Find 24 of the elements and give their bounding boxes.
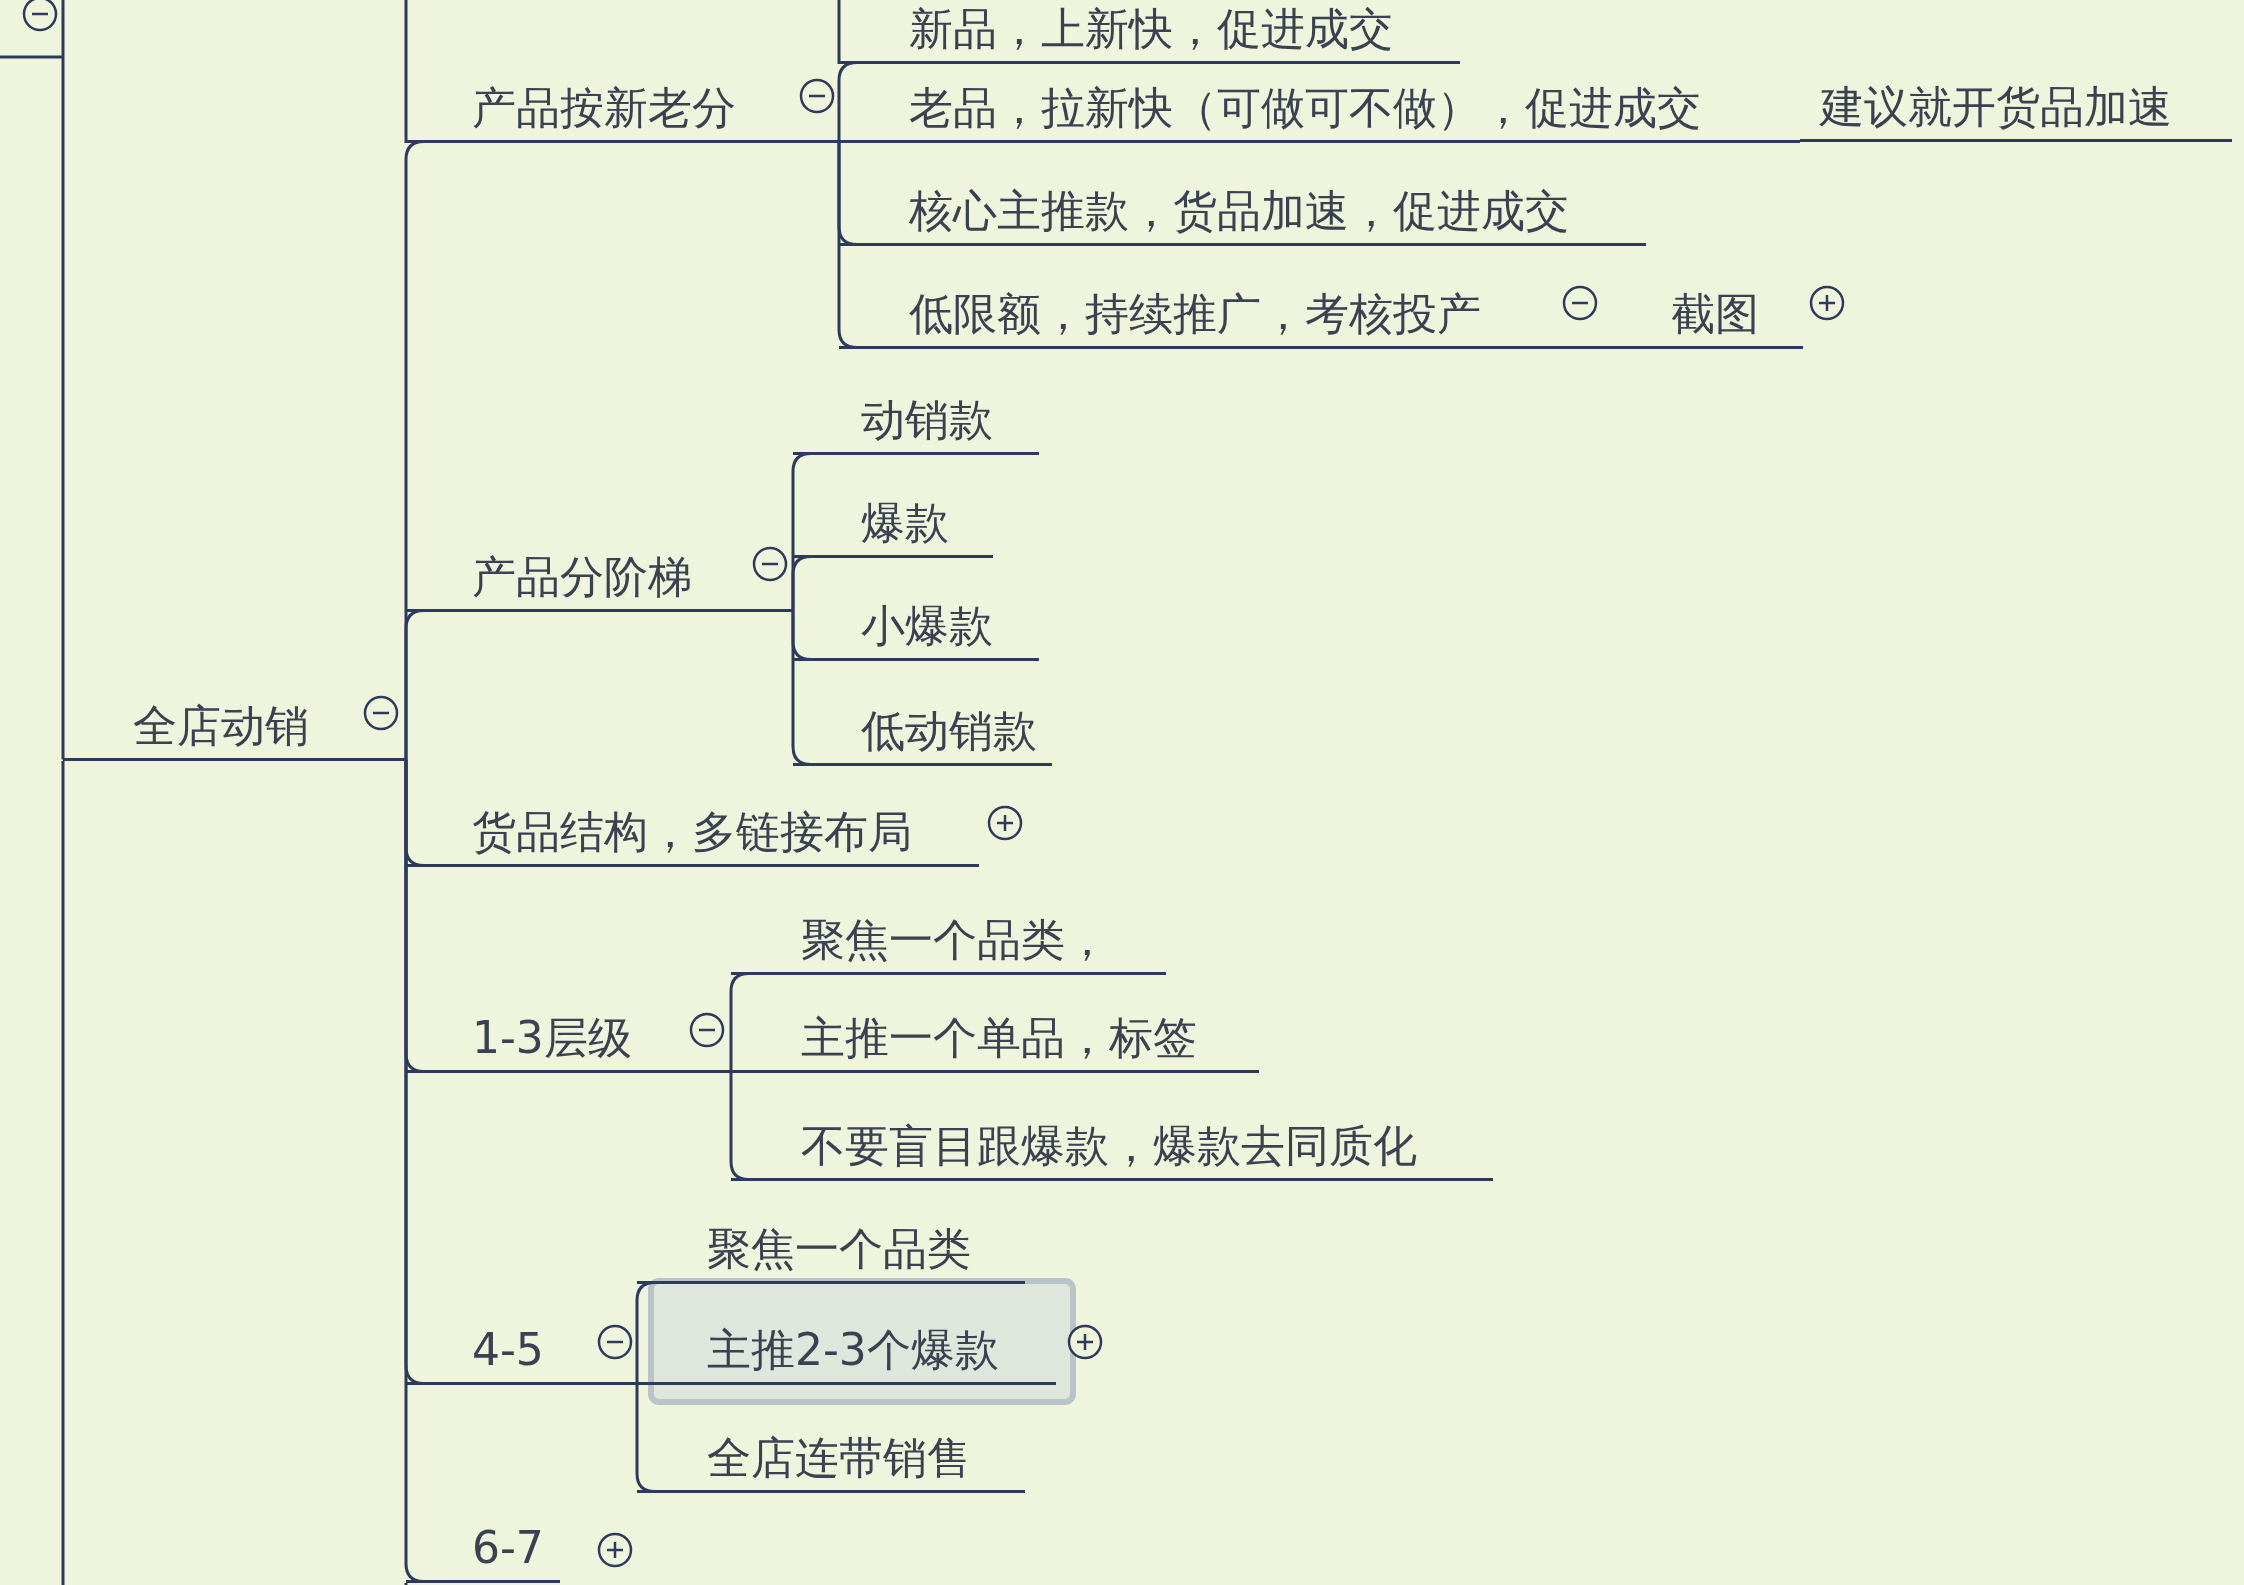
topic-label: 低动销款 bbox=[793, 700, 1052, 766]
topic-label: 不要盲目跟爆款，爆款去同质化 bbox=[731, 1115, 1493, 1181]
topic-label: 全店连带销售 bbox=[637, 1427, 1025, 1493]
topic-label: 动销款 bbox=[793, 389, 1039, 455]
branch-connector bbox=[1760, 140, 1800, 143]
branch-connector bbox=[839, 140, 851, 143]
topic-label: 爆款 bbox=[793, 492, 993, 558]
topic-label: 建议就开货品加速 bbox=[1800, 76, 2232, 142]
topic-label: 货品结构，多链接布局 bbox=[406, 801, 979, 867]
branch-connector bbox=[1545, 346, 1640, 349]
topic-label: 主推2-3个爆款 bbox=[649, 1319, 1056, 1385]
topic-label: 老品，拉新快（可做可不做），促进成交 bbox=[851, 77, 1760, 143]
topic-label: 聚焦一个品类， bbox=[731, 909, 1166, 975]
topic-label: 6-7 bbox=[406, 1517, 560, 1583]
branch-connector bbox=[731, 1070, 743, 1073]
topic-label: 新品，上新快，促进成交 bbox=[839, 0, 1460, 64]
topic-label: 主推一个单品，标签 bbox=[743, 1007, 1259, 1073]
topic-label: 聚焦一个品类 bbox=[637, 1218, 1025, 1284]
branch-connector bbox=[637, 1382, 649, 1385]
branch-connector bbox=[61, 57, 65, 760]
topic-label: 低限额，持续推广，考核投产 bbox=[839, 283, 1545, 349]
topic-label: 小爆款 bbox=[793, 595, 1039, 661]
topic-label: 截图 bbox=[1640, 283, 1803, 349]
topic-label: 核心主推款，货品加速，促进成交 bbox=[839, 180, 1646, 246]
